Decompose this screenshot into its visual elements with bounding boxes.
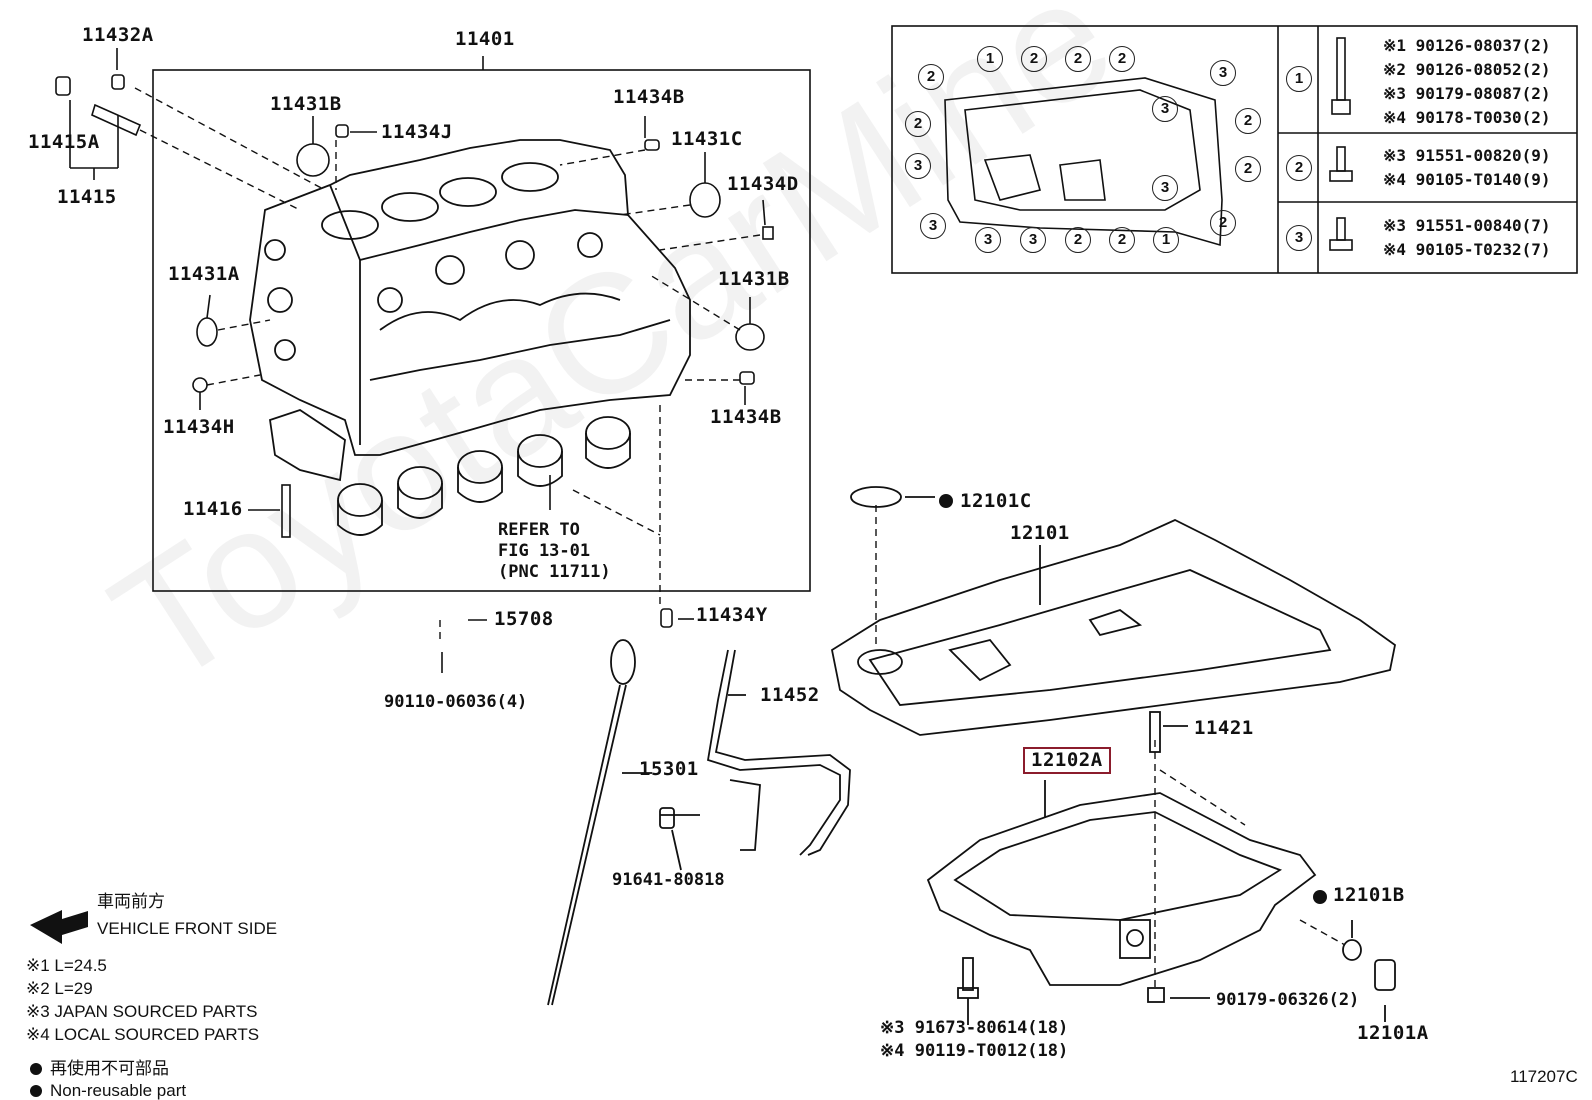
refer-line-2[interactable]: FIG 13-01 (498, 541, 591, 561)
inset-callout: 3 (975, 227, 1001, 253)
part-label-11434D[interactable]: 11434D (727, 173, 799, 195)
part-label-11452[interactable]: 11452 (760, 684, 820, 706)
inset-callout: 2 (1065, 46, 1091, 72)
bolt-row-1-line-3: ※3 90179-08087(2) (1383, 84, 1551, 103)
inset-callout: 2 (1235, 156, 1261, 182)
inset-callout: 2 (1021, 46, 1047, 72)
bolt-row-3-id: 3 (1286, 225, 1312, 251)
legend-nonreusable-en: Non-reusable part (50, 1081, 187, 1100)
part-label-12101[interactable]: 12101 (1010, 522, 1070, 544)
part-label-11431B-top[interactable]: 11431B (270, 93, 342, 115)
part-label-11434B-right[interactable]: 11434B (710, 406, 782, 428)
part-label-11415A[interactable]: 11415A (28, 131, 100, 153)
bolt-row-3-line-2: ※4 90105-T0232(7) (1383, 240, 1551, 259)
bolt-row-3-line-1: ※3 91551-00840(7) (1383, 216, 1551, 235)
legend-note-4: ※4 LOCAL SOURCED PARTS (26, 1025, 260, 1044)
cylinder-block-frame (152, 69, 811, 592)
inset-callout: 2 (1109, 46, 1135, 72)
part-label-90179-06326[interactable]: 90179-06326(2) (1216, 990, 1360, 1010)
part-label-11434B-top[interactable]: 11434B (613, 86, 685, 108)
inset-callout: 1 (1153, 227, 1179, 253)
bolt-row-2-line-1: ※3 91551-00820(9) (1383, 146, 1551, 165)
part-label-12101B[interactable]: 12101B (1333, 884, 1405, 906)
part-label-90119-T0012[interactable]: ※4 90119-T0012(18) (880, 1041, 1069, 1061)
part-label-11416[interactable]: 11416 (183, 498, 243, 520)
part-label-12101A[interactable]: 12101A (1357, 1022, 1429, 1044)
inset-callout: 3 (1210, 60, 1236, 86)
legend-note-1: ※1 L=24.5 (26, 956, 107, 975)
nonreusable-dot-12101B (1313, 890, 1327, 904)
oil-pan-bolt-inset (891, 25, 1578, 274)
inset-callout: 2 (905, 111, 931, 137)
legend-note-3: ※3 JAPAN SOURCED PARTS (26, 1002, 258, 1021)
bolt-row-2-id: 2 (1286, 155, 1312, 181)
part-label-11434J[interactable]: 11434J (381, 121, 453, 143)
bolt-row-1-line-2: ※2 90126-08052(2) (1383, 60, 1551, 79)
part-label-11431A[interactable]: 11431A (168, 263, 240, 285)
part-label-11431B-right[interactable]: 11431B (718, 268, 790, 290)
inset-callout: 3 (1152, 175, 1178, 201)
part-label-11434Y[interactable]: 11434Y (696, 604, 768, 626)
diagram-code: 117207C (1510, 1067, 1578, 1086)
part-label-15708[interactable]: 15708 (494, 608, 554, 630)
inset-callout: 2 (1210, 210, 1236, 236)
part-label-11431C[interactable]: 11431C (671, 128, 743, 150)
bolt-row-1-line-1: ※1 90126-08037(2) (1383, 36, 1551, 55)
legend-front-en: VEHICLE FRONT SIDE (97, 919, 278, 938)
inset-callout: 3 (920, 213, 946, 239)
cylinder-block-drawing (249, 139, 691, 482)
inset-callout: 3 (1020, 227, 1046, 253)
part-label-91641-80818[interactable]: 91641-80818 (612, 870, 725, 890)
dipstick-drawing (547, 639, 851, 1006)
part-label-11421[interactable]: 11421 (1194, 717, 1254, 739)
refer-line-3[interactable]: (PNC 11711) (498, 562, 611, 582)
bolt-row-1-line-4: ※4 90178-T0030(2) (1383, 108, 1551, 127)
inset-callout: 2 (918, 64, 944, 90)
part-label-15301[interactable]: 15301 (639, 758, 699, 780)
part-label-11415[interactable]: 11415 (57, 186, 117, 208)
part-label-12102A-highlighted[interactable]: 12102A (1023, 747, 1111, 774)
inset-callout: 1 (977, 46, 1003, 72)
part-label-90110-06036[interactable]: 90110-06036(4) (384, 692, 528, 712)
part-label-12101C[interactable]: 12101C (960, 490, 1032, 512)
oil-pan-upper-drawing (830, 486, 1396, 736)
legend-front-jp: 車両前方 (97, 892, 165, 911)
bolt-row-2-line-2: ※4 90105-T0140(9) (1383, 170, 1551, 189)
part-label-11401[interactable]: 11401 (455, 28, 515, 50)
part-label-11432A[interactable]: 11432A (82, 24, 154, 46)
inset-callout: 2 (1065, 227, 1091, 253)
front-arrow-icon (30, 910, 88, 944)
inset-callout: 2 (1235, 108, 1261, 134)
bolt-row-1-id: 1 (1286, 66, 1312, 92)
nonreusable-dot-12101C (939, 494, 953, 508)
main-bearings (337, 416, 631, 536)
inset-callout: 2 (1109, 227, 1135, 253)
oil-pan-lower-drawing (926, 792, 1317, 986)
part-label-91673-80614[interactable]: ※3 91673-80614(18) (880, 1018, 1069, 1038)
part-label-11434H[interactable]: 11434H (163, 416, 235, 438)
inset-oil-pan-sketch (944, 77, 1223, 247)
refer-line-1: REFER TO (498, 520, 580, 540)
legend-note-2: ※2 L=29 (26, 979, 93, 998)
inset-callout: 3 (1152, 96, 1178, 122)
legend-nonreusable-jp: 再使用不可部品 (50, 1059, 169, 1078)
inset-callout: 3 (905, 153, 931, 179)
